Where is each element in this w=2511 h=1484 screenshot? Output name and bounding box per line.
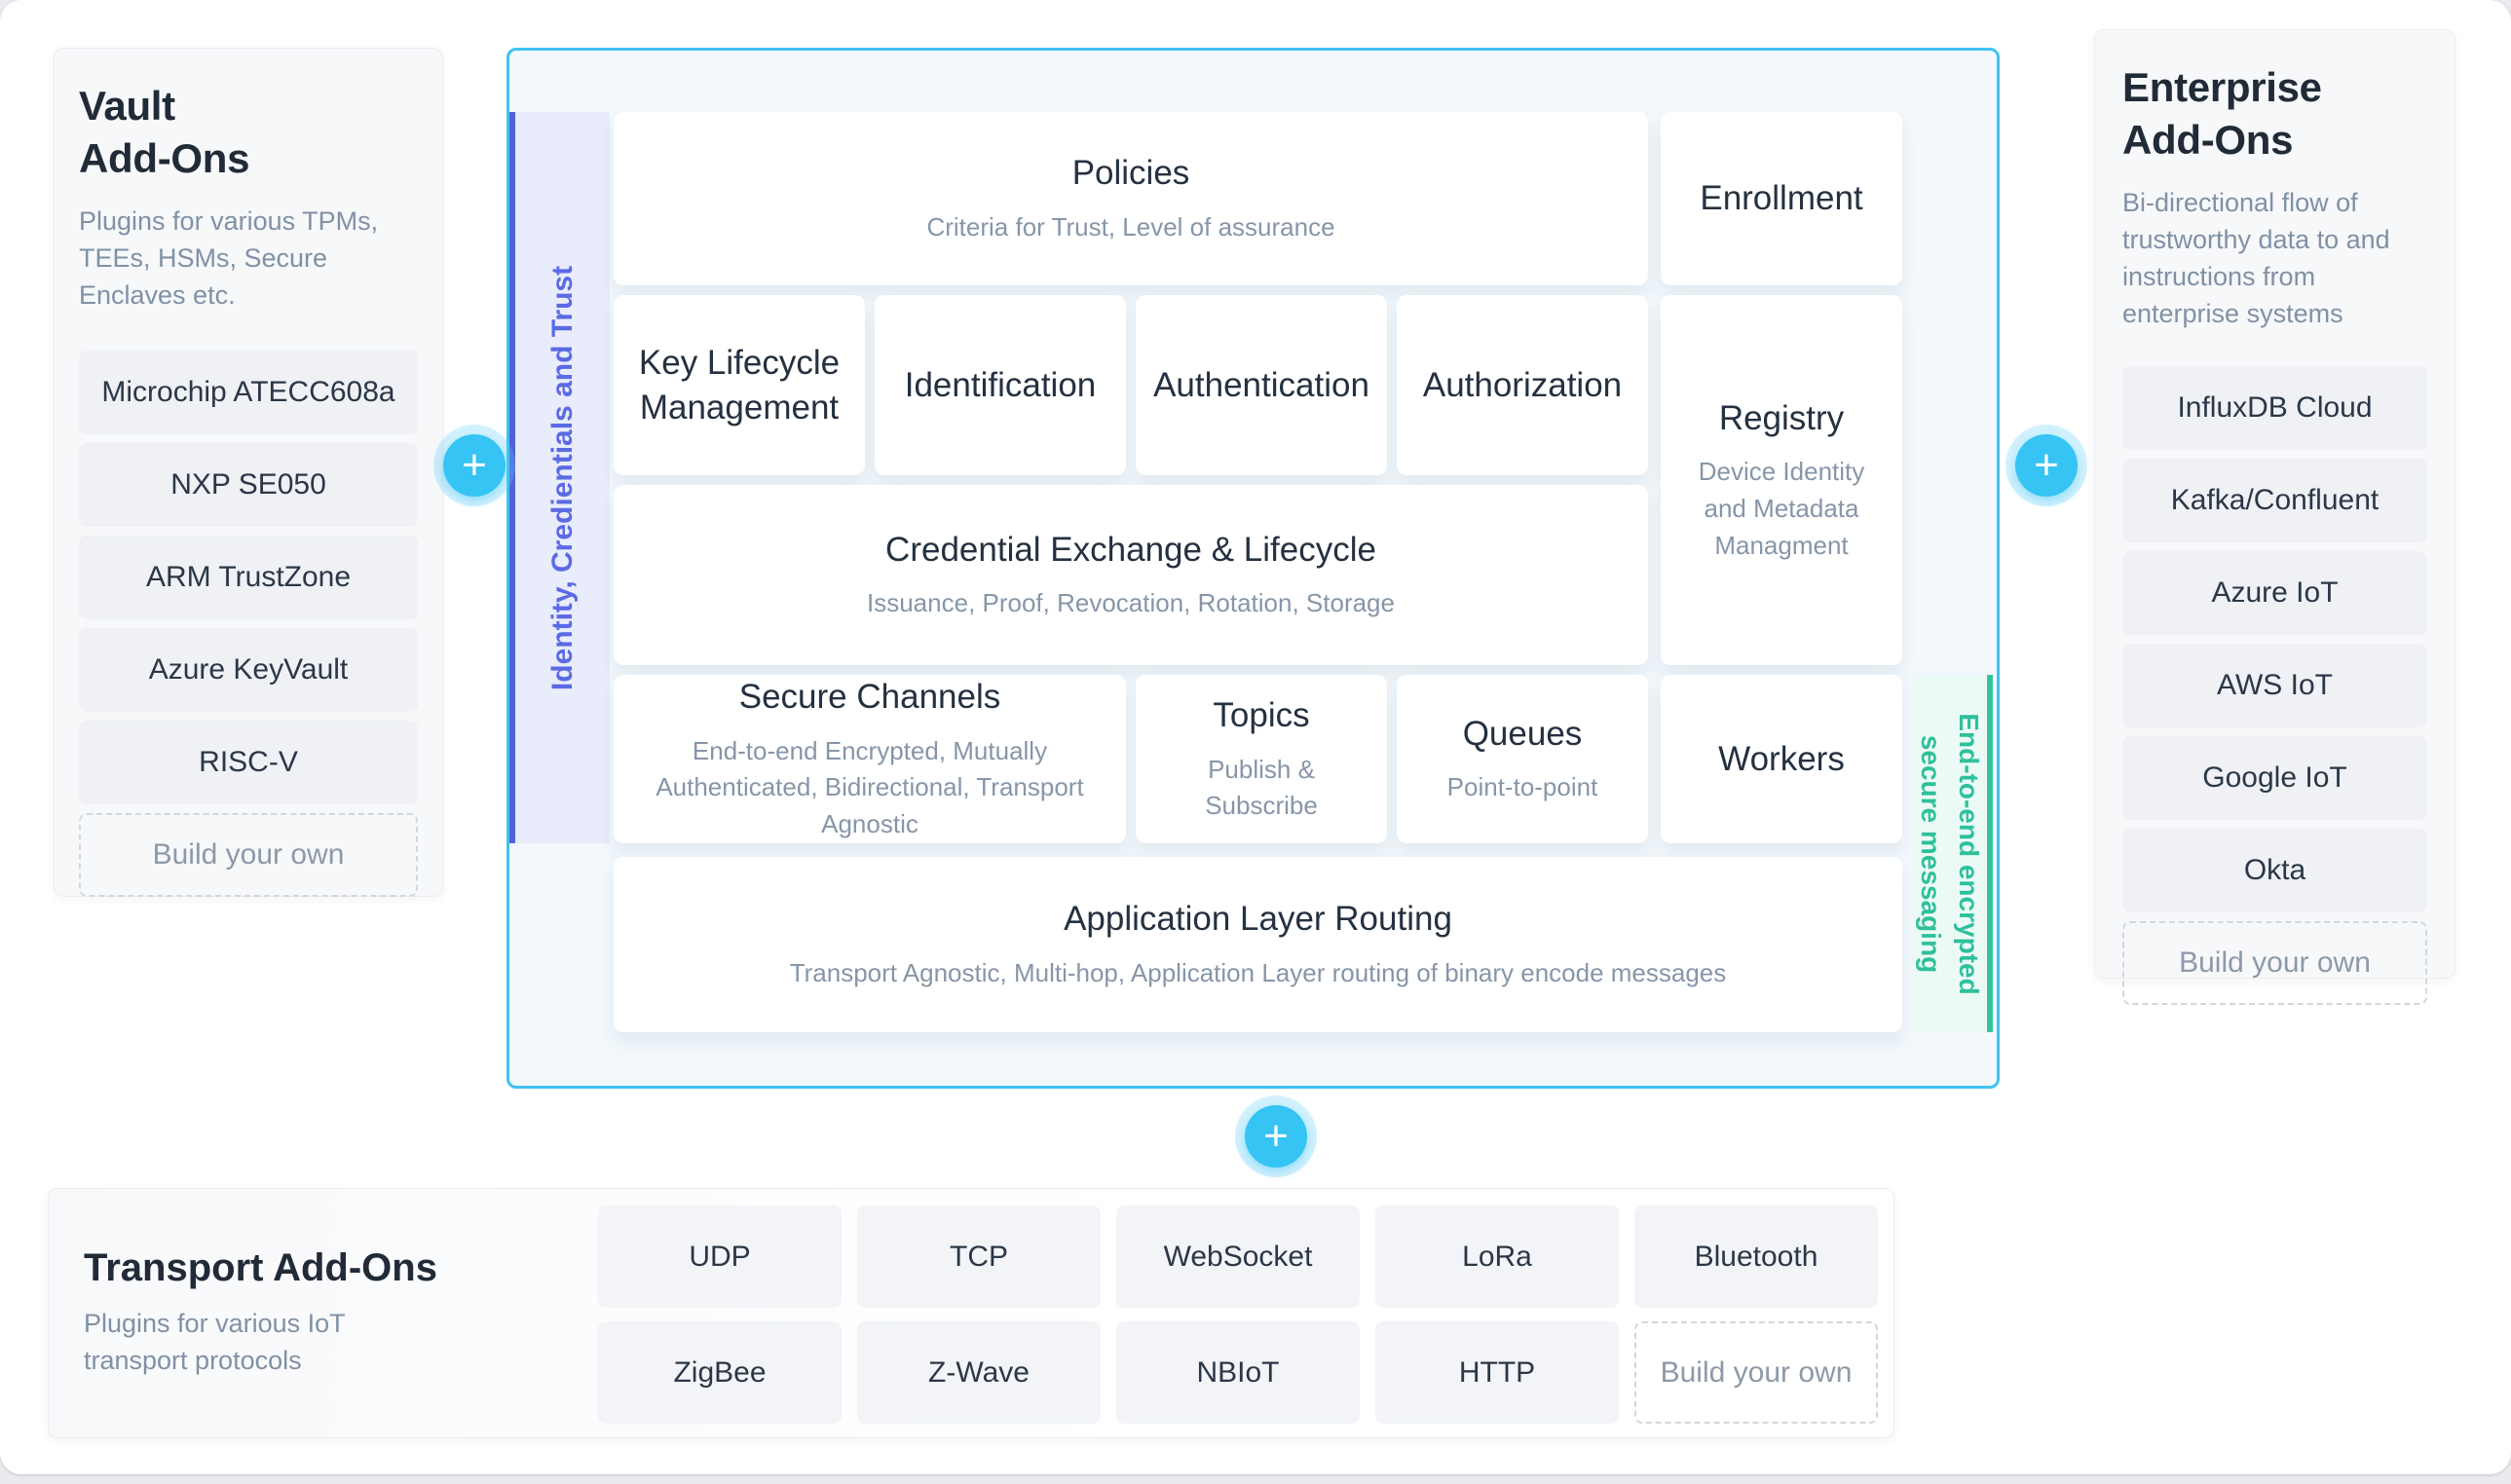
transport-item-tcp[interactable]: TCP xyxy=(857,1206,1101,1308)
secure-channels-card: Secure Channels End-to-end Encrypted, Mu… xyxy=(614,675,1126,843)
add-vault-plugin-button[interactable]: + xyxy=(443,434,506,497)
credential-exchange-title: Credential Exchange & Lifecycle xyxy=(885,530,1376,569)
enterprise-item-okta[interactable]: Okta xyxy=(2122,828,2427,912)
queues-title: Queues xyxy=(1462,714,1583,753)
application-layer-routing-subtitle: Transport Agnostic, Multi-hop, Applicati… xyxy=(789,957,1727,987)
end-to-end-encrypted-messaging-strip: End-to-end encrypted secure messaging xyxy=(1913,675,1993,1032)
transport-items: UDP TCP WebSocket LoRa Bluetooth ZigBee … xyxy=(598,1206,1878,1424)
vault-build-your-own-button[interactable]: Build your own xyxy=(79,813,418,898)
transport-item-http[interactable]: HTTP xyxy=(1375,1321,1619,1424)
transport-build-your-own-button[interactable]: Build your own xyxy=(1634,1321,1878,1424)
vault-item-azure-keyvault[interactable]: Azure KeyVault xyxy=(79,628,418,713)
transport-panel-subtitle: Plugins for various IoT transport protoc… xyxy=(84,1309,346,1375)
enterprise-item-google-iot[interactable]: Google IoT xyxy=(2122,735,2427,820)
transport-item-zigbee[interactable]: ZigBee xyxy=(598,1321,842,1424)
topics-title: Topics xyxy=(1213,696,1310,735)
policies-subtitle: Criteria for Trust, Level of assurance xyxy=(926,211,1335,241)
enrollment-card: Enrollment xyxy=(1661,112,1902,285)
transport-item-z-wave[interactable]: Z-Wave xyxy=(857,1321,1101,1424)
enterprise-item-kafka-confluent[interactable]: Kafka/Confluent xyxy=(2122,458,2427,542)
queues-subtitle: Point-to-point xyxy=(1446,772,1598,802)
enterprise-addons-panel: Enterprise Add-Ons Bi-directional flow o… xyxy=(2094,29,2455,1005)
enterprise-item-aws-iot[interactable]: AWS IoT xyxy=(2122,643,2427,727)
vault-items: Microchip ATECC608a NXP SE050 ARM TrustZ… xyxy=(79,351,418,898)
vault-item-arm-trustzone[interactable]: ARM TrustZone xyxy=(79,536,418,620)
authentication-card: Authentication xyxy=(1136,295,1387,475)
add-transport-plugin-button[interactable]: + xyxy=(1245,1105,1307,1168)
application-layer-routing-title: Application Layer Routing xyxy=(1064,900,1452,939)
key-lifecycle-management-card: Key Lifecycle Management xyxy=(614,295,865,475)
identity-strip-label: Identity, Credientials and Trust xyxy=(545,265,579,690)
policies-card: Policies Criteria for Trust, Level of as… xyxy=(614,112,1648,285)
credential-exchange-subtitle: Issuance, Proof, Revocation, Rotation, S… xyxy=(867,588,1395,618)
enterprise-item-influxdb-cloud[interactable]: InfluxDB Cloud xyxy=(2122,365,2427,450)
enterprise-items: InfluxDB Cloud Kafka/Confluent Azure IoT… xyxy=(2122,365,2427,1005)
vault-panel-subtitle: Plugins for various TPMs, TEEs, HSMs, Se… xyxy=(79,205,379,311)
vault-item-risc-v[interactable]: RISC-V xyxy=(79,721,418,805)
transport-item-udp[interactable]: UDP xyxy=(598,1206,842,1308)
authorization-title: Authorization xyxy=(1422,365,1623,404)
secure-channels-title: Secure Channels xyxy=(738,678,1001,717)
enterprise-panel-subtitle: Bi-directional flow of trustworthy data … xyxy=(2122,187,2390,329)
identity-credentials-trust-strip: Identity, Credientials and Trust xyxy=(509,112,610,843)
transport-addons-panel: Transport Add-Ons Plugins for various Io… xyxy=(48,1188,1894,1438)
messaging-strip-label: End-to-end encrypted secure messaging xyxy=(1916,712,1985,995)
registry-subtitle: Device Identity and Metadata Managment xyxy=(1698,457,1865,560)
enterprise-build-your-own-button[interactable]: Build your own xyxy=(2122,920,2427,1005)
plus-icon: + xyxy=(462,441,487,489)
secure-channels-subtitle: End-to-end Encrypted, Mutually Authentic… xyxy=(656,735,1084,839)
transport-item-websocket[interactable]: WebSocket xyxy=(1116,1206,1360,1308)
vault-panel-title: Vault Add-Ons xyxy=(79,83,250,181)
registry-card: Registry Device Identity and Metadata Ma… xyxy=(1661,295,1902,665)
topics-card: Topics Publish & Subscribe xyxy=(1136,675,1387,843)
credential-exchange-lifecycle-card: Credential Exchange & Lifecycle Issuance… xyxy=(614,485,1648,665)
key-lifecycle-management-title: Key Lifecycle Management xyxy=(638,344,841,427)
policies-title: Policies xyxy=(1071,154,1190,193)
transport-panel-title: Transport Add-Ons xyxy=(84,1246,437,1290)
application-layer-routing-card: Application Layer Routing Transport Agno… xyxy=(614,857,1902,1032)
authentication-title: Authentication xyxy=(1153,365,1369,404)
core-architecture-diagram: Identity, Credientials and Trust Policie… xyxy=(506,48,2000,1089)
authorization-card: Authorization xyxy=(1397,295,1648,475)
enterprise-panel-title: Enterprise Add-Ons xyxy=(2122,64,2322,163)
vault-addons-panel: Vault Add-Ons Plugins for various TPMs, … xyxy=(54,48,443,898)
queues-card: Queues Point-to-point xyxy=(1397,675,1648,843)
enrollment-title: Enrollment xyxy=(1700,179,1863,218)
identification-card: Identification xyxy=(875,295,1126,475)
transport-item-nbiot[interactable]: NBIoT xyxy=(1116,1321,1360,1424)
registry-title: Registry xyxy=(1718,398,1845,437)
transport-item-lora[interactable]: LoRa xyxy=(1375,1206,1619,1308)
vault-item-nxp-se050[interactable]: NXP SE050 xyxy=(79,443,418,528)
topics-subtitle: Publish & Subscribe xyxy=(1205,754,1318,821)
plus-icon: + xyxy=(2034,441,2059,489)
plus-icon: + xyxy=(1263,1112,1289,1160)
add-enterprise-plugin-button[interactable]: + xyxy=(2015,434,2078,497)
workers-card: Workers xyxy=(1661,675,1902,843)
transport-text-block: Transport Add-Ons Plugins for various Io… xyxy=(84,1189,571,1437)
enterprise-item-azure-iot[interactable]: Azure IoT xyxy=(2122,550,2427,635)
identification-title: Identification xyxy=(904,365,1097,404)
transport-item-bluetooth[interactable]: Bluetooth xyxy=(1634,1206,1878,1308)
workers-title: Workers xyxy=(1718,739,1845,778)
vault-item-microchip-atecc608a[interactable]: Microchip ATECC608a xyxy=(79,351,418,435)
